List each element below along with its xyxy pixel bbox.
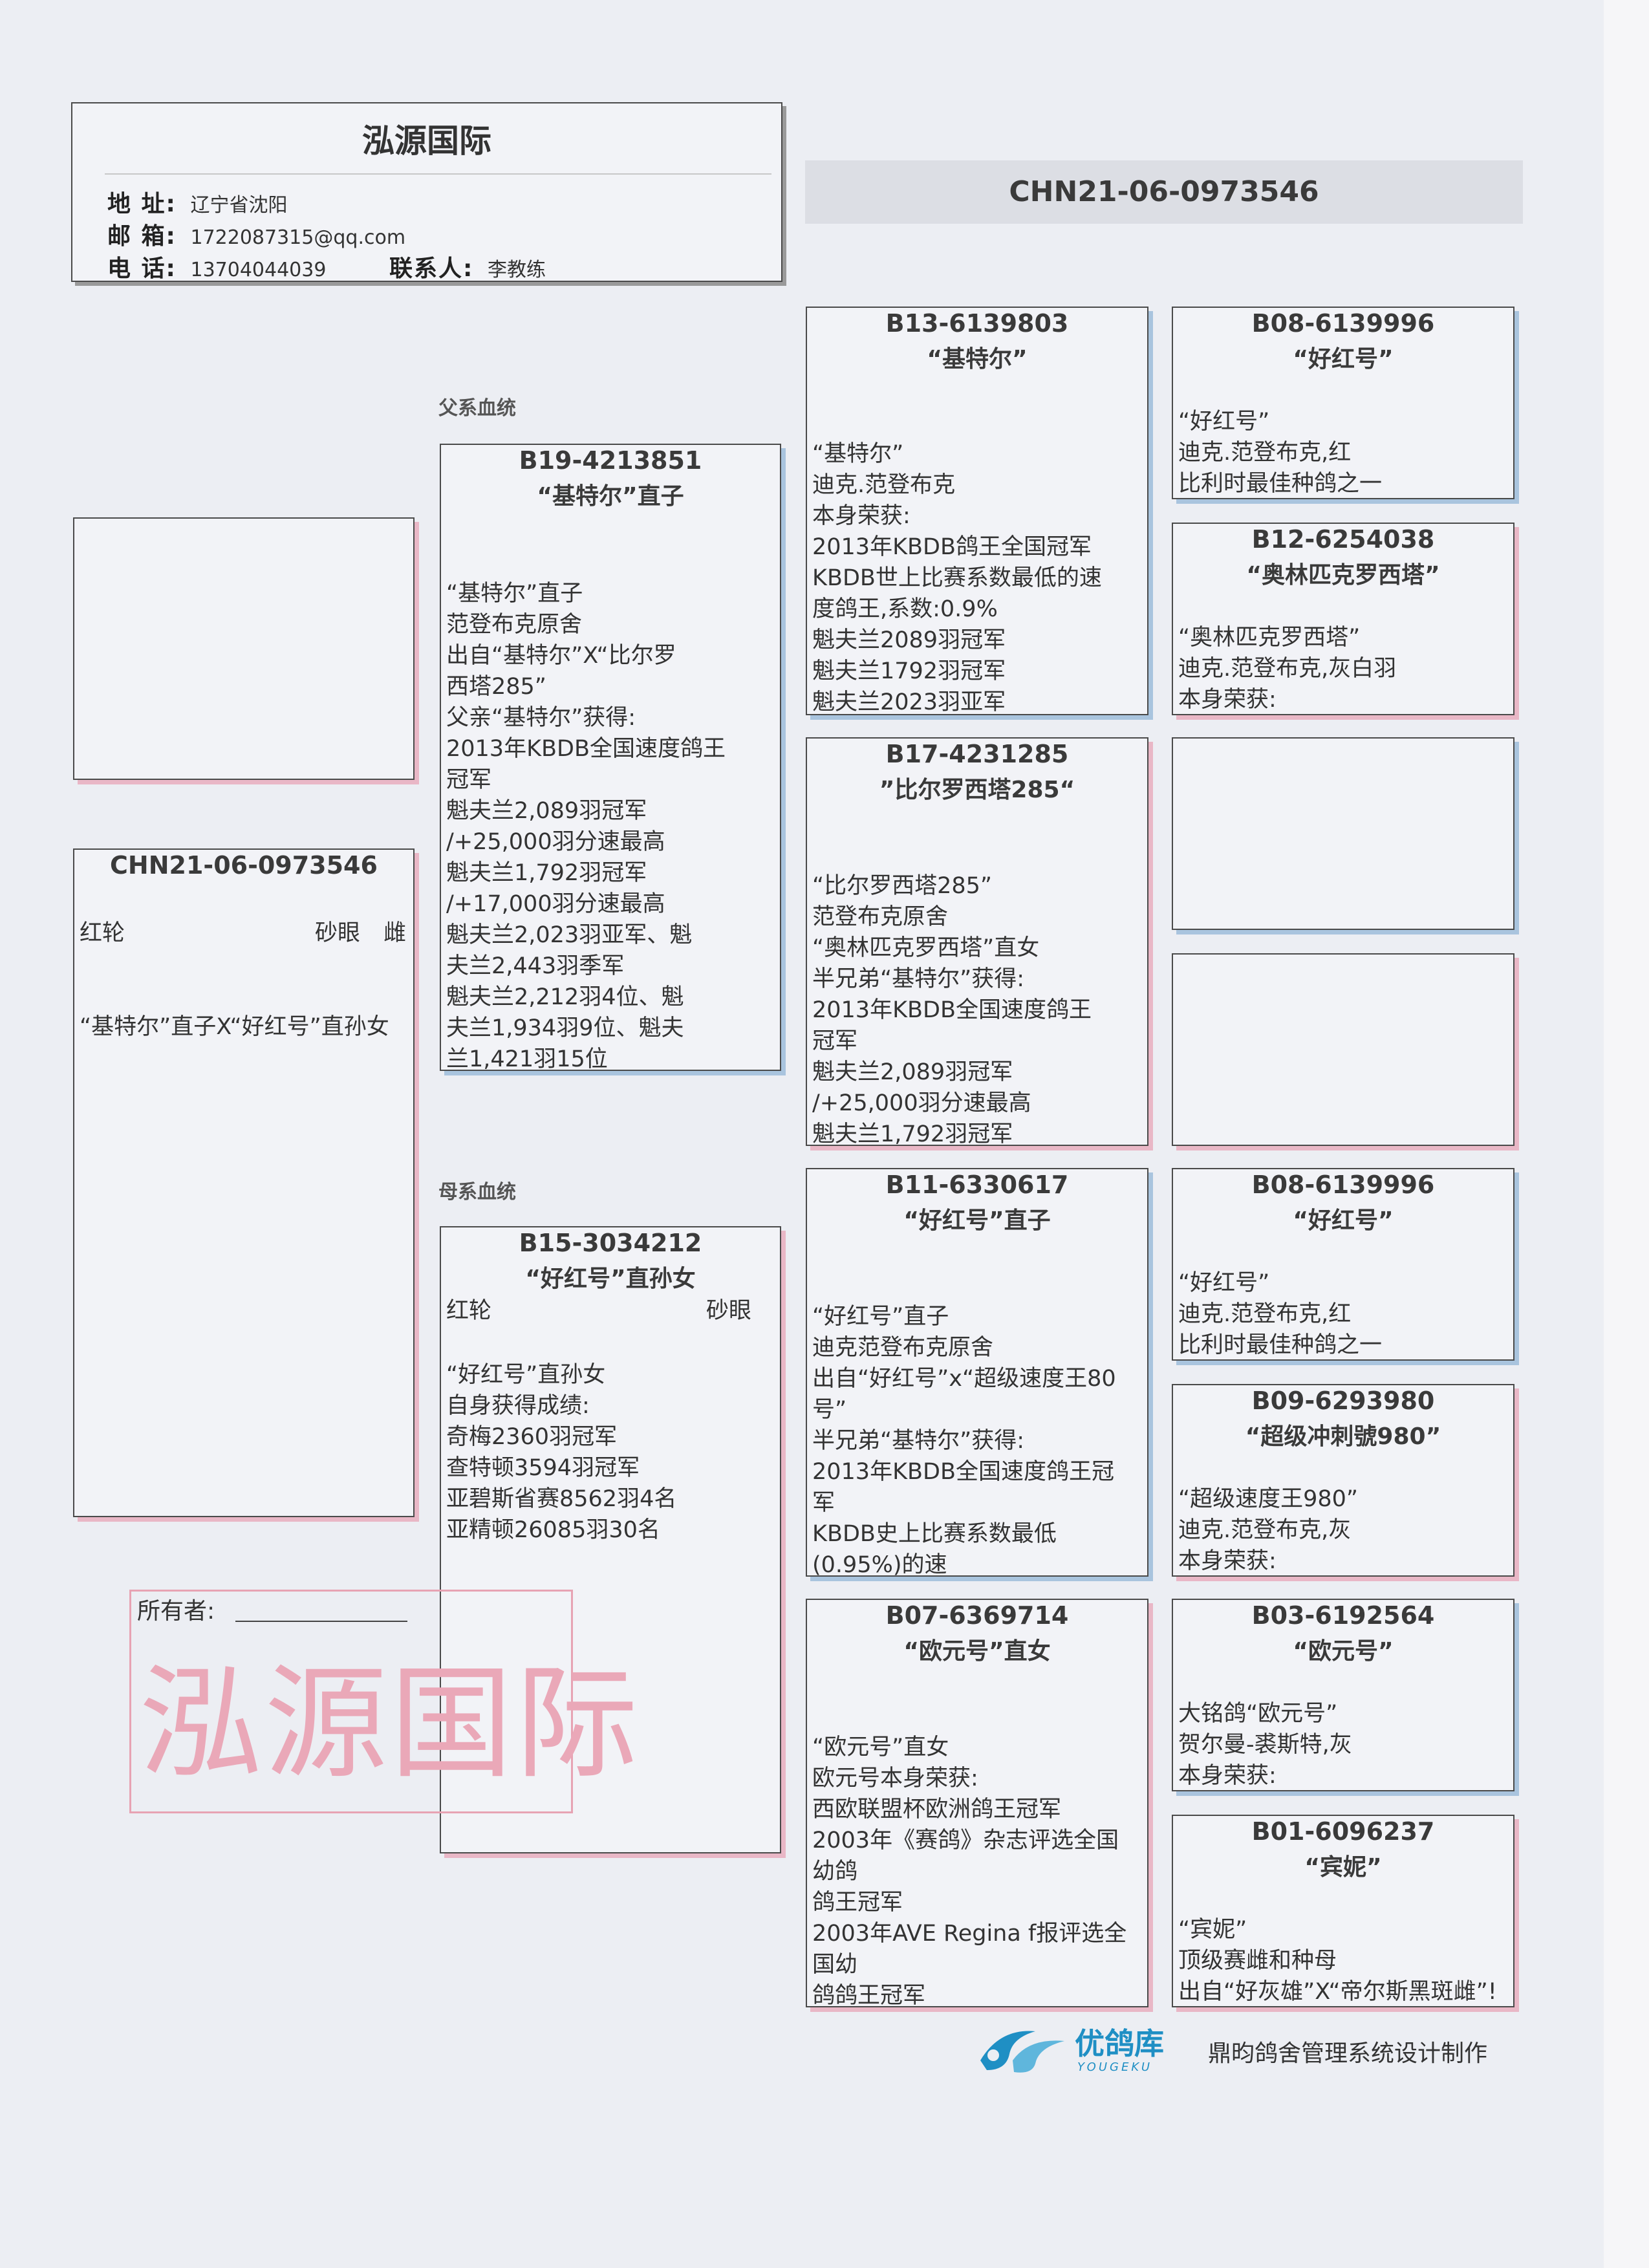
address-value: 辽宁省沈阳: [190, 194, 288, 217]
phone-value: 13704044039: [190, 259, 327, 281]
great-grandparent-card-8: B01-6096237 “宾妮” “宾妮” 顶级赛雌和种母 出自“好灰雄”X“帝…: [1172, 1815, 1514, 2007]
email-row: 邮 箱: 1722087315@qq.com: [107, 217, 405, 251]
gg8-description: “宾妮” 顶级赛雌和种母 出自“好灰雄”X“帝尔斯黑斑雌”!: [1178, 1917, 1497, 2005]
great-grandparent-card-1: B08-6139996 “好红号” “好红号” 迪克.范登布克,红 比利时最佳种…: [1172, 307, 1514, 499]
phone-row: 电 话: 13704044039: [107, 250, 327, 282]
phone-label: 电 话:: [107, 255, 177, 282]
gg5-name: “好红号”: [1293, 1207, 1394, 1234]
dam-dam-name: “欧元号”直女: [903, 1638, 1051, 1665]
dam-dam-description: “欧元号”直女 欧元号本身荣获: 西欧联盟杯欧洲鸽王冠军 2003年《赛鸽》杂志…: [812, 1734, 1127, 2007]
contact-row: 联系人: 李教练: [389, 250, 546, 282]
owner-signature-line: [235, 1621, 407, 1622]
sire-sire-description: “基特尔” 迪克.范登布克 本身荣获: 2013年KBDB鸽王全国冠军 KBDB…: [812, 441, 1102, 715]
address-label: 地 址:: [107, 191, 177, 217]
sire-dam-ring: B17-4231285: [885, 740, 1069, 768]
footer-credit: 鼎昀鸽舍管理系统设计制作: [1208, 2040, 1488, 2067]
gg7-description: 大铭鸽“欧元号” 贺尔曼-裘斯特,灰 本身荣获:: [1178, 1701, 1352, 1789]
contact-label: 联系人:: [389, 255, 474, 282]
subject-sex: 雌: [383, 920, 407, 946]
great-grandparent-card-7: B03-6192564 “欧元号” 大铭鸽“欧元号” 贺尔曼-裘斯特,灰 本身荣…: [1172, 1599, 1514, 1791]
great-grandparent-card-2: B12-6254038 “奥林匹克罗西塔” “奥林匹克罗西塔” 迪克.范登布克,…: [1172, 523, 1514, 715]
gg2-ring: B12-6254038: [1251, 525, 1435, 554]
gg6-ring: B09-6293980: [1251, 1387, 1435, 1415]
sire-description: “基特尔”直子 范登布克原舍 出自“基特尔”X“比尔罗 西塔285” 父亲“基特…: [446, 581, 726, 1071]
dam-eye: 砂眼: [706, 1298, 752, 1324]
subject-eye: 砂眼: [315, 920, 361, 946]
gg1-description: “好红号” 迪克.范登布克,红 比利时最佳种鸽之一: [1178, 409, 1383, 497]
gg7-ring: B03-6192564: [1251, 1601, 1435, 1630]
dam-sire-name: “好红号”直子: [903, 1207, 1051, 1234]
sire-ring: B19-4213851: [519, 446, 702, 475]
wave-logo-icon: [980, 2031, 1064, 2073]
pedigree-ring-banner: CHN21-06-0973546: [805, 160, 1523, 224]
email-label: 邮 箱:: [107, 223, 177, 250]
address-row: 地 址: 辽宁省沈阳: [107, 185, 287, 219]
subject-description: “基特尔”直子X“好红号”直孙女: [80, 1014, 389, 1040]
loft-info-box: 泓源国际 地 址: 辽宁省沈阳 邮 箱: 1722087315@qq.com 电…: [71, 102, 782, 282]
subject-card: CHN21-06-0973546 红轮 砂眼 雌 “基特尔”直子X“好红号”直孙…: [73, 848, 415, 1517]
gg2-name: “奥林匹克罗西塔”: [1246, 562, 1440, 589]
great-grandparent-card-4: [1172, 953, 1514, 1146]
dam-color: 红轮: [446, 1298, 492, 1324]
gg5-description: “好红号” 迪克.范登布克,红 比利时最佳种鸽之一: [1178, 1270, 1383, 1358]
header-divider: [105, 173, 771, 175]
sire-card: B19-4213851 “基特尔”直子 “基特尔”直子 范登布克原舍 出自“基特…: [440, 444, 781, 1071]
gg2-description: “奥林匹克罗西塔” 迪克.范登布克,灰白羽 本身荣获:: [1178, 625, 1397, 713]
logo-subtext: YOUGEKU: [1077, 2060, 1153, 2074]
great-grandparent-card-5: B08-6139996 “好红号” “好红号” 迪克.范登布克,红 比利时最佳种…: [1172, 1168, 1514, 1361]
sire-dam-card: B17-4231285 ”比尔罗西塔285“ “比尔罗西塔285” 范登布克原舍…: [806, 737, 1148, 1146]
loft-title: 泓源国际: [362, 122, 491, 160]
gg6-description: “超级速度王980” 迪克.范登布克,灰 本身荣获:: [1178, 1486, 1359, 1574]
dam-sire-description: “好红号”直子 迪克范登布克原舍 出自“好红号”x“超级速度王80 号” 半兄弟…: [812, 1304, 1116, 1577]
page-edge: [1604, 0, 1649, 2268]
photo-box: [73, 517, 415, 780]
dam-description: “好红号”直孙女 自身获得成绩: 奇梅2360羽冠军 查特顿3594羽冠军 亚碧…: [446, 1362, 677, 1543]
contact-value: 李教练: [487, 259, 546, 281]
gg8-name: “宾妮”: [1304, 1854, 1382, 1881]
gg8-ring: B01-6096237: [1251, 1817, 1435, 1846]
gg6-name: “超级冲刺號980”: [1245, 1423, 1441, 1450]
dam-name: “好红号”直孙女: [525, 1266, 696, 1292]
dam-sire-ring: B11-6330617: [885, 1171, 1069, 1199]
gg1-ring: B08-6139996: [1251, 309, 1435, 338]
subject-ring: CHN21-06-0973546: [110, 851, 378, 880]
email-value: 1722087315@qq.com: [190, 226, 406, 249]
logo-text: 优鸽库: [1075, 2026, 1164, 2061]
sire-line-label: 父系血统: [438, 397, 516, 420]
dam-ring: B15-3034212: [519, 1229, 702, 1257]
sire-sire-ring: B13-6139803: [885, 309, 1069, 338]
sire-dam-name: ”比尔罗西塔285“: [879, 777, 1075, 803]
sire-sire-name: “基特尔”: [927, 346, 1028, 373]
owner-label: 所有者:: [137, 1598, 215, 1625]
dam-dam-ring: B07-6369714: [885, 1601, 1069, 1630]
sire-name: “基特尔”直子: [537, 483, 684, 510]
dam-sire-card: B11-6330617 “好红号”直子 “好红号”直子 迪克范登布克原舍 出自“…: [806, 1168, 1148, 1577]
great-grandparent-card-6: B09-6293980 “超级冲刺號980” “超级速度王980” 迪克.范登布…: [1172, 1384, 1514, 1577]
seal-stamp: 泓源国际: [129, 1590, 638, 1813]
sire-dam-description: “比尔罗西塔285” 范登布克原舍 “奥林匹克罗西塔”直女 半兄弟“基特尔”获得…: [812, 873, 1092, 1146]
dam-card: B15-3034212 “好红号”直孙女 红轮 砂眼 “好红号”直孙女 自身获得…: [440, 1226, 781, 1853]
seal-stamp-text: 泓源国际: [139, 1652, 641, 1795]
gg5-ring: B08-6139996: [1251, 1171, 1435, 1199]
subject-color: 红轮: [80, 920, 125, 946]
gg7-name: “欧元号”: [1293, 1638, 1394, 1665]
great-grandparent-card-3: [1172, 737, 1514, 930]
sire-sire-card: B13-6139803 “基特尔” “基特尔” 迪克.范登布克 本身荣获: 20…: [806, 307, 1148, 715]
dam-dam-card: B07-6369714 “欧元号”直女 “欧元号”直女 欧元号本身荣获: 西欧联…: [806, 1599, 1148, 2007]
gg1-name: “好红号”: [1293, 346, 1394, 373]
dam-line-label: 母系血统: [438, 1181, 516, 1204]
